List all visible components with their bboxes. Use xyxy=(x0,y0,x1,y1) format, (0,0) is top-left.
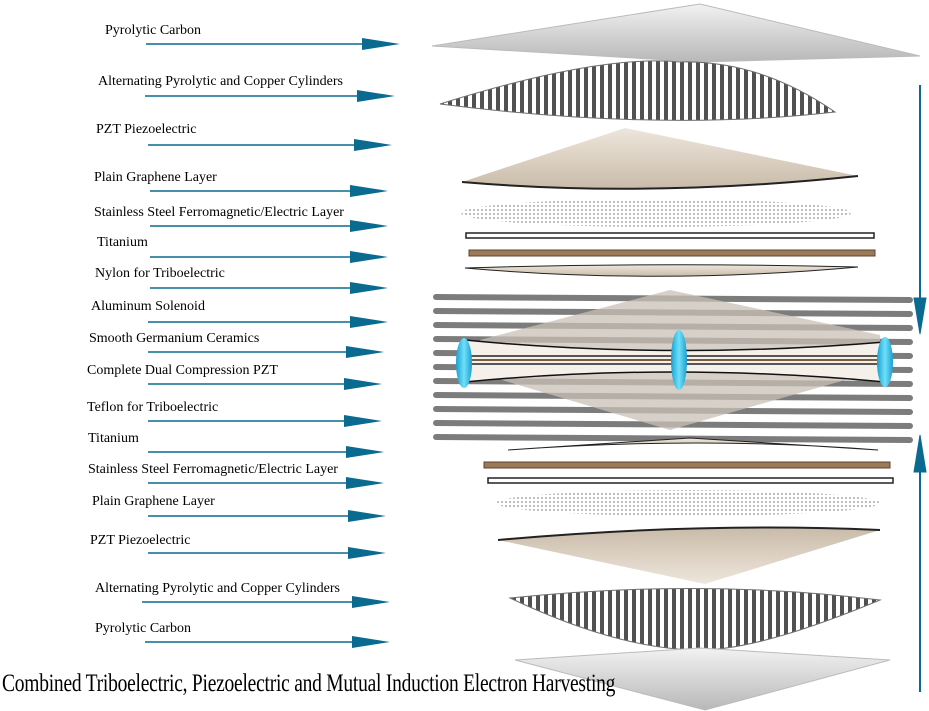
pointer-arrow xyxy=(150,220,388,232)
pyrolytic-carbon-bottom xyxy=(514,647,891,711)
layer-label: PZT Piezoelectric xyxy=(90,533,191,548)
solenoid-turn xyxy=(433,434,913,443)
graphene-top xyxy=(461,199,851,227)
layer-label: Stainless Steel Ferromagnetic/Electric L… xyxy=(94,205,344,220)
graphene-bottom xyxy=(496,490,880,516)
pyrolytic-carbon-top xyxy=(431,3,921,63)
pointer-arrow xyxy=(145,90,395,102)
stainless-bottom xyxy=(487,477,894,484)
pointer-arrow xyxy=(148,415,382,427)
layer-label: Aluminum Solenoid xyxy=(91,299,205,314)
layer-label: Smooth Germanium Ceramics xyxy=(89,331,260,346)
compression-arrow-up xyxy=(913,434,927,692)
pointer-arrow xyxy=(148,316,388,328)
pointer-arrow xyxy=(148,139,392,151)
stainless-top xyxy=(465,232,875,239)
layer-label: Plain Graphene Layer xyxy=(94,170,217,185)
pointer-arrow xyxy=(148,378,382,390)
pointer-arrow xyxy=(150,185,388,197)
layer-label: Nylon for Triboelectric xyxy=(95,266,225,281)
pointer-arrow xyxy=(148,510,386,522)
compression-arrow-down xyxy=(913,85,927,335)
layer-label: Alternating Pyrolytic and Copper Cylinde… xyxy=(98,74,343,89)
pzt-bottom xyxy=(498,527,880,584)
alternating-cylinders-top xyxy=(439,60,837,121)
pointer-arrow xyxy=(145,636,390,648)
pointer-arrow xyxy=(148,446,384,458)
layer-label: PZT Piezoelectric xyxy=(96,122,197,137)
layer-label: Complete Dual Compression PZT xyxy=(87,363,278,378)
cyan-ring-left xyxy=(456,338,472,388)
layer-label: Titanium xyxy=(88,431,139,446)
pzt-top xyxy=(462,128,858,189)
teflon-bottom xyxy=(507,437,879,451)
alternating-cylinders-bottom xyxy=(508,588,882,651)
pointer-arrow xyxy=(146,38,400,50)
layer-label: Plain Graphene Layer xyxy=(92,494,215,509)
layer-label: Stainless Steel Ferromagnetic/Electric L… xyxy=(88,462,338,477)
nylon-top xyxy=(464,264,859,277)
layer-label: Alternating Pyrolytic and Copper Cylinde… xyxy=(95,581,340,596)
pointer-arrow xyxy=(142,596,390,608)
layer-label: Pyrolytic Carbon xyxy=(95,621,192,636)
titanium-bottom xyxy=(483,461,891,469)
layer-label: Teflon for Triboelectric xyxy=(87,400,219,415)
pointer-arrow xyxy=(150,251,388,263)
diagram-title: Combined Triboelectric, Piezoelectric an… xyxy=(2,670,616,697)
pointer-arrow xyxy=(148,477,384,489)
pointer-arrow xyxy=(148,547,386,559)
pointer-arrow xyxy=(148,346,384,358)
pointer-arrow xyxy=(150,282,388,294)
titanium-top xyxy=(468,249,876,257)
cyan-ring-right xyxy=(877,337,893,387)
cyan-ring-center xyxy=(671,330,687,390)
layer-label: Titanium xyxy=(97,235,148,250)
layer-label: Pyrolytic Carbon xyxy=(105,23,202,38)
